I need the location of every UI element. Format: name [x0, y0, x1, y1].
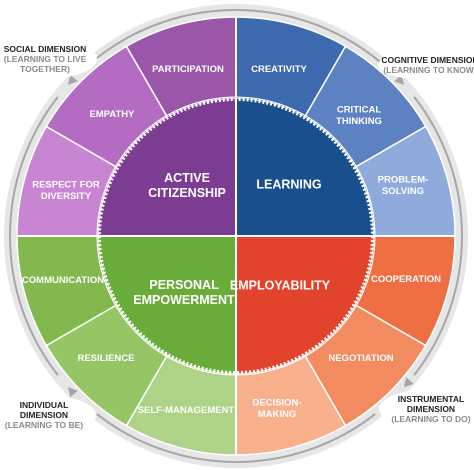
arrow-arc-left: [9, 96, 59, 376]
label-resilience: RESILIENCE: [77, 353, 134, 364]
dimension-individual-background: [0, 395, 96, 435]
arrow-arc-top: [84, 9, 388, 69]
core-employability: [236, 236, 373, 373]
label-problem-solving: PROBLEM-SOLVING: [378, 174, 429, 197]
label-problem-solving-line: SOLVING: [382, 186, 424, 197]
label-participation-line: PARTICIPATION: [152, 64, 224, 75]
label-decision-making-line: DECISION-: [252, 397, 301, 408]
label-decision-making-line: MAKING: [258, 409, 297, 420]
arrow-head-bottom-right: [403, 377, 414, 388]
label-personal-empowerment-line: EMPOWERMENT: [133, 293, 235, 307]
core-personal-empowerment: [99, 236, 236, 373]
label-empathy-line: EMPATHY: [89, 109, 135, 120]
label-problem-solving-line: PROBLEM-: [378, 174, 429, 185]
dimension-instrumental-line: INSTRUMENTAL: [398, 394, 464, 404]
skill-segments: [16, 16, 456, 456]
dimension-cognitive-line: COGNITIVE DIMENSION: [381, 55, 474, 65]
dimension-social-line: (LEARNING TO LIVE: [4, 54, 87, 64]
label-resilience-line: RESILIENCE: [77, 353, 134, 364]
label-employability-line: EMPLOYABILITY: [230, 278, 331, 292]
arrow-arc-bottom: [96, 413, 376, 463]
label-creativity: CREATIVITY: [251, 64, 307, 75]
label-learning: LEARNING: [256, 177, 321, 191]
label-self-management: SELF-MANAGEMENT: [138, 405, 235, 416]
label-critical-thinking-line: THINKING: [336, 116, 382, 127]
label-active-citizenship-line: CITIZENSHIP: [148, 186, 226, 200]
core-learning: [236, 99, 373, 236]
label-critical-thinking-line: CRITICAL: [337, 104, 382, 115]
label-employability: EMPLOYABILITY: [230, 278, 331, 292]
dimension-social-background: [0, 39, 97, 79]
label-negotiation-line: NEGOTIATION: [328, 353, 393, 364]
label-cooperation-line: COOPERATION: [371, 274, 441, 285]
dimension-cognitive: COGNITIVE DIMENSION(LEARNING TO KNOW): [381, 55, 474, 75]
label-decision-making: DECISION-MAKING: [252, 397, 301, 420]
label-participation: PARTICIPATION: [152, 64, 224, 75]
label-empathy: EMPATHY: [89, 109, 135, 120]
arrow-arc-right: [413, 96, 463, 376]
dimension-instrumental-line: DIMENSION: [407, 404, 455, 414]
dimension-individual-line: DIMENSION: [20, 410, 68, 420]
core-scalloped-border: [97, 97, 375, 375]
label-communication-line: COMMUNICATION: [22, 275, 104, 286]
arrow-head-top-left: [68, 74, 78, 85]
label-respect-for-diversity-line: DIVERSITY: [41, 191, 92, 202]
label-respect-for-diversity-line: RESPECT FOR: [32, 179, 100, 190]
arrow-head-bottom-left: [68, 387, 78, 398]
core-quadrants: [17, 17, 455, 455]
label-personal-empowerment-line: PERSONAL: [149, 278, 219, 292]
dimension-social-line: SOCIAL DIMENSION: [4, 44, 87, 54]
label-learning-line: LEARNING: [256, 177, 321, 191]
dimension-individual-line: (LEARNING TO BE): [5, 420, 83, 430]
core-active-citizenship: [99, 99, 236, 236]
dimension-instrumental-background: [379, 389, 474, 429]
core-border-line: [96, 96, 376, 376]
label-cooperation: COOPERATION: [371, 274, 441, 285]
dimension-cognitive-line: (LEARNING TO KNOW): [383, 65, 474, 75]
label-creativity-line: CREATIVITY: [251, 64, 307, 75]
label-negotiation: NEGOTIATION: [328, 353, 393, 364]
label-active-citizenship-line: ACTIVE: [164, 171, 210, 185]
dimension-cognitive-background: [378, 50, 474, 80]
dimension-instrumental-line: (LEARNING TO DO): [391, 414, 470, 424]
label-communication: COMMUNICATION: [22, 275, 104, 286]
label-self-management-line: SELF-MANAGEMENT: [138, 405, 235, 416]
dimension-social-line: TOGETHER): [20, 64, 70, 74]
dimension-individual-line: INDIVIDUAL: [20, 400, 69, 410]
